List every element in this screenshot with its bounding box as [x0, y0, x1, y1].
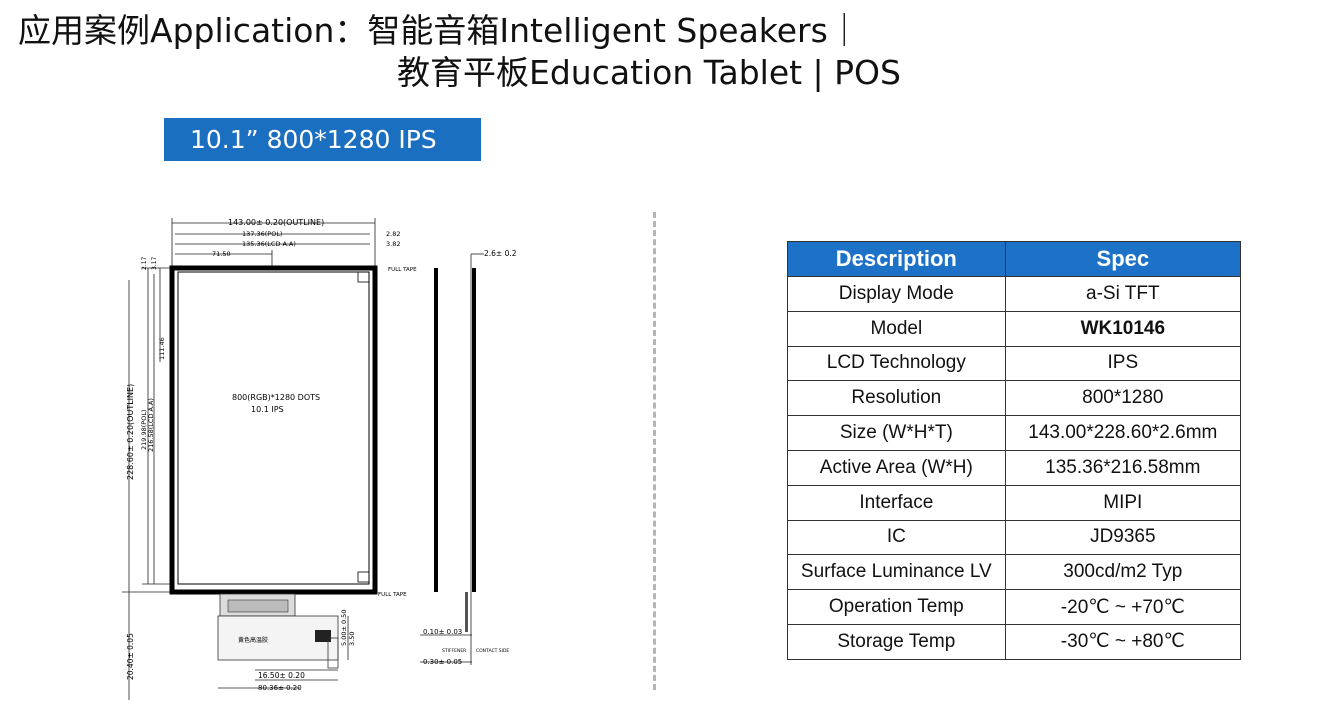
- dim-350: 3.50: [348, 632, 356, 646]
- table-row: Operation Temp-20℃ ~ +70℃: [787, 589, 1242, 625]
- header-spec: Spec: [1004, 241, 1242, 277]
- row-description: Resolution: [787, 380, 1006, 417]
- row-spec: 143.00*228.60*2.6mm: [1004, 415, 1242, 451]
- row-spec: a-Si TFT: [1004, 276, 1242, 312]
- dim-282: 2.82: [386, 230, 400, 238]
- row-spec: 800*1280: [1004, 380, 1242, 417]
- row-spec: JD9365: [1004, 519, 1242, 556]
- dim-500: 5.00± 0.50: [340, 610, 348, 646]
- dim-outline-width: 143.00± 0.20(OUTLINE): [228, 218, 324, 227]
- dim-11146: 111.46: [158, 337, 166, 360]
- row-description: Display Mode: [787, 276, 1006, 312]
- row-description: LCD Technology: [787, 345, 1006, 382]
- row-description: Surface Luminance LV: [787, 554, 1006, 591]
- fpc-label: 黄色高温胶: [238, 636, 268, 644]
- page-title-line-2: 教育平板Education Tablet | POS: [397, 53, 901, 92]
- page-title-line-1: 应用案例Application：智能音箱Intelligent Speakers…: [18, 11, 861, 50]
- row-spec: 300cd/m2 Typ: [1004, 554, 1242, 591]
- product-badge: 10.1” 800*1280 IPS: [164, 118, 481, 161]
- header-description: Description: [787, 241, 1006, 277]
- dim-317: 3.17: [151, 256, 158, 270]
- dim-2040: 20.40± 0.05: [126, 633, 135, 680]
- dim-217: 2.17: [141, 256, 148, 270]
- mechanical-drawing: 143.00± 0.20(OUTLINE) 137.36(POL) 135.36…: [120, 210, 530, 710]
- row-spec: WK10146: [1004, 310, 1242, 347]
- dim-pol-height: 219.98(POL): [140, 410, 148, 450]
- row-description: IC: [787, 519, 1006, 556]
- row-description: Model: [787, 310, 1006, 347]
- row-description: Operation Temp: [787, 589, 1006, 625]
- dim-half-width: 71.50: [212, 250, 231, 258]
- dim-1650: 16.50± 0.20: [258, 671, 305, 680]
- row-spec: MIPI: [1004, 484, 1242, 521]
- row-description: Storage Temp: [787, 623, 1006, 660]
- dim-lcd-aa-width: 135.36(LCD A.A): [242, 240, 296, 248]
- stiffener-label: STIFFENER: [442, 648, 466, 654]
- dim-382: 3.82: [386, 240, 400, 248]
- row-spec: -20℃ ~ +70℃: [1004, 589, 1242, 625]
- row-description: Active Area (W*H): [787, 449, 1006, 486]
- dim-pol-width: 137.36(POL): [242, 230, 282, 238]
- full-tape-top: FULL TAPE: [388, 267, 417, 273]
- row-spec: 135.36*216.58mm: [1004, 449, 1242, 486]
- dim-8036: 80.36± 0.20: [258, 684, 302, 692]
- table-row: Size (W*H*T)143.00*228.60*2.6mm: [787, 415, 1242, 451]
- table-row: Storage Temp-30℃ ~ +80℃: [787, 623, 1242, 660]
- row-spec: IPS: [1004, 345, 1242, 382]
- contact-side-label: CONTACT SIDE: [476, 648, 509, 654]
- row-description: Interface: [787, 484, 1006, 521]
- dim-030: 0.30± 0.05: [423, 658, 462, 666]
- spec-table-header-row: Description Spec: [787, 241, 1242, 277]
- dashed-divider: [653, 212, 656, 690]
- table-row: Active Area (W*H)135.36*216.58mm: [787, 449, 1242, 486]
- row-spec: -30℃ ~ +80℃: [1004, 623, 1242, 660]
- dim-thickness: 2.6± 0.2: [484, 249, 517, 258]
- dim-outline-height: 228.60± 0.20(OUTLINE): [126, 384, 135, 480]
- full-tape-bottom: FULL TAPE: [378, 592, 407, 598]
- row-description: Size (W*H*T): [787, 415, 1006, 451]
- dim-010: 0.10± 0.03: [423, 628, 462, 636]
- center-label-dots: 800(RGB)*1280 DOTS: [232, 393, 320, 402]
- center-label-ips: 10.1 IPS: [251, 405, 284, 414]
- dim-lcd-aa-height: 216.58(LCD A.A): [147, 398, 155, 452]
